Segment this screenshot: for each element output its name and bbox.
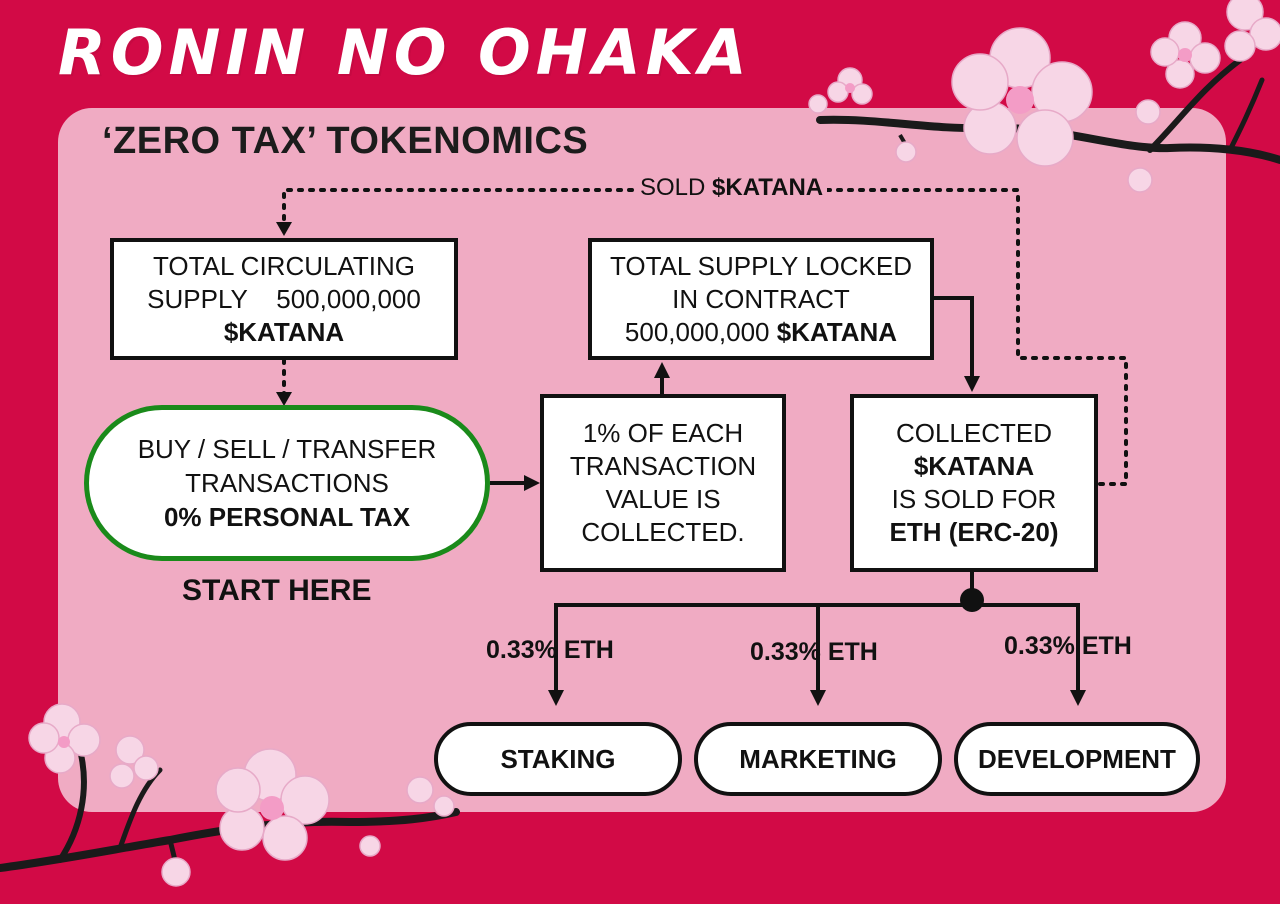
development-pill: DEVELOPMENT: [954, 722, 1200, 796]
collected-line-4: COLLECTED.: [581, 517, 745, 547]
circulating-line-3: $KATANA: [223, 316, 345, 347]
locked-to-sold: [934, 296, 974, 376]
cherry-blossom-top-icon: [808, 0, 1280, 193]
collected-percent-box: 1% OF EACH TRANSACTION VALUE IS COLLECTE…: [540, 394, 786, 572]
transactions-line-1: BUY / SELL / TRANSFER: [137, 434, 437, 464]
sold-line-1: COLLECTED: [895, 418, 1053, 448]
locked-line-2: IN CONTRACT: [672, 283, 850, 314]
sold-line-2: $KATANA: [913, 451, 1035, 481]
locked-line-1: TOTAL SUPPLY LOCKED: [610, 250, 912, 281]
circulating-line-2: SUPPLY 500,000,000: [147, 283, 421, 314]
collected-line-2: TRANSACTION: [569, 451, 757, 481]
sold-for-eth-box: COLLECTED $KATANA IS SOLD FOR ETH (ERC-2…: [850, 394, 1098, 572]
cherry-blossom-bottom-icon: [0, 703, 460, 887]
collected-line-1: 1% OF EACH: [582, 418, 744, 448]
circulating-line-1: TOTAL CIRCULATING: [153, 250, 415, 281]
split-amount-development: 0.33% ETH: [1004, 632, 1132, 660]
collected-line-3: VALUE IS: [605, 484, 721, 514]
sold-line-3: IS SOLD FOR: [891, 484, 1057, 514]
transactions-start-pill: BUY / SELL / TRANSFER TRANSACTIONS 0% PE…: [84, 405, 490, 561]
locked-line-3: 500,000,000 $KATANA: [624, 316, 898, 347]
sold-katana-loop: [282, 188, 1128, 486]
circulating-supply-box: TOTAL CIRCULATING SUPPLY 500,000,000 $KA…: [110, 238, 458, 360]
marketing-pill: MARKETING: [694, 722, 942, 796]
split-amount-marketing: 0.33% ETH: [750, 638, 878, 666]
start-here-label: START HERE: [182, 574, 372, 607]
sold-katana-label: SOLD $KATANA: [636, 174, 828, 202]
page-subtitle: ‘ZERO TAX’ TOKENOMICS: [102, 120, 589, 162]
split-amount-staking: 0.33% ETH: [486, 636, 614, 664]
locked-supply-box: TOTAL SUPPLY LOCKED IN CONTRACT 500,000,…: [588, 238, 934, 360]
sold-line-4: ETH (ERC-20): [889, 517, 1059, 547]
brand-title: RONIN NO OHAKA: [58, 16, 752, 89]
transactions-line-2: TRANSACTIONS: [185, 468, 389, 498]
split-node: [960, 588, 984, 612]
staking-pill: STAKING: [434, 722, 682, 796]
transactions-line-3: 0% PERSONAL TAX: [163, 502, 411, 532]
